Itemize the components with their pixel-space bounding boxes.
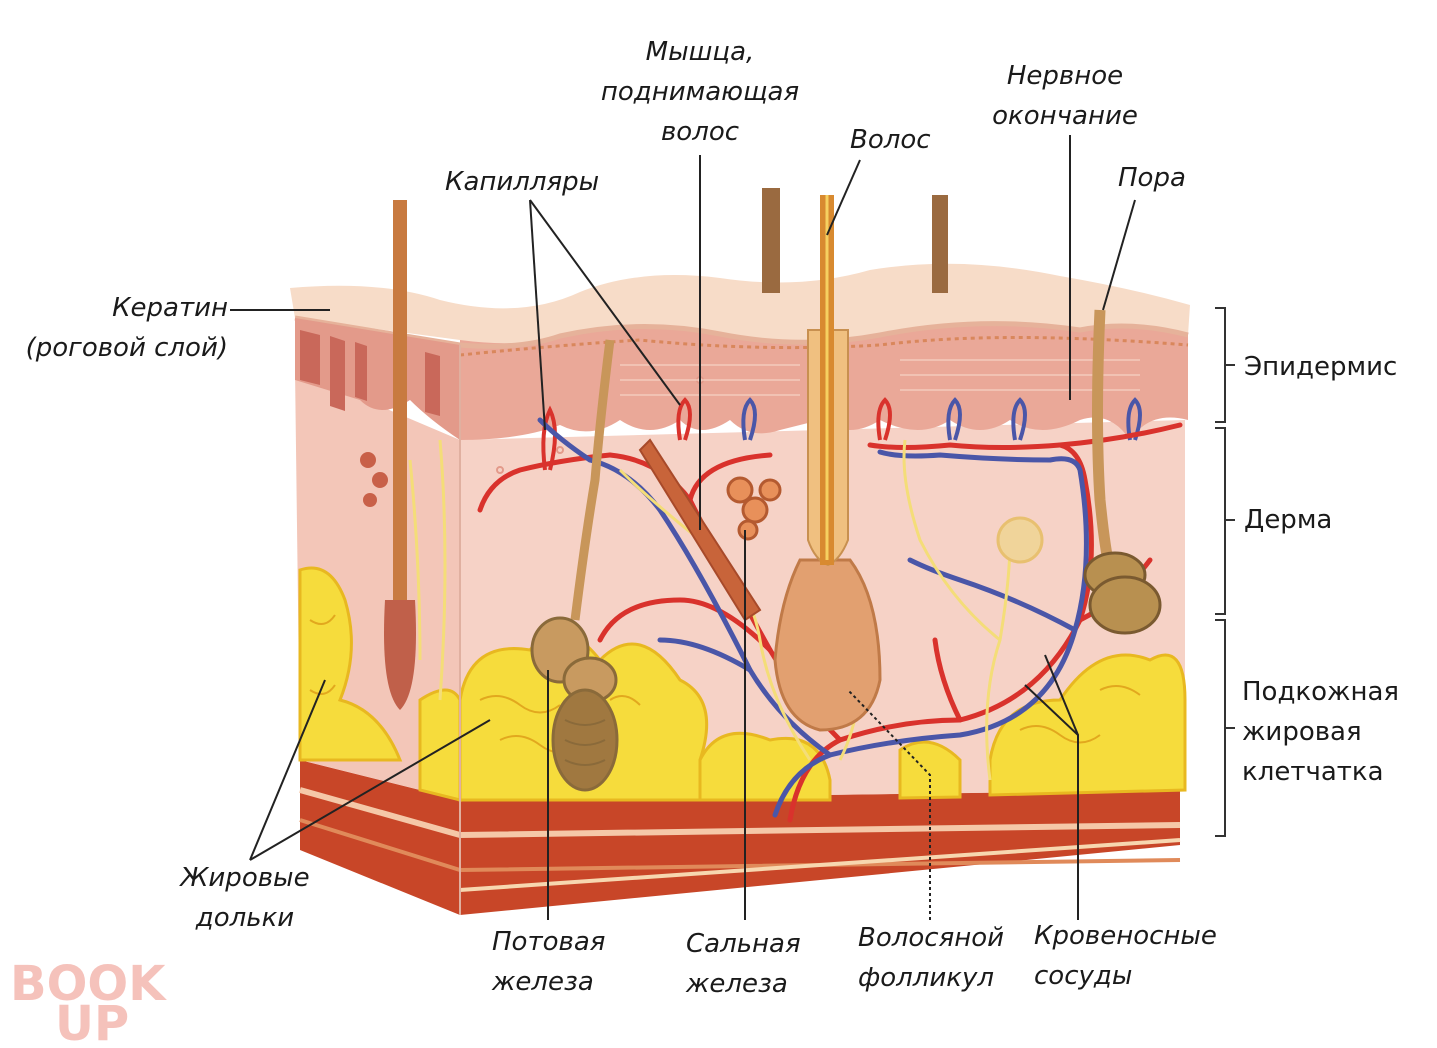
label-capillaries: Капилляры — [445, 167, 600, 197]
base-muscle-layer — [300, 760, 1180, 915]
sweat-duct — [570, 339, 615, 621]
hair-follicle — [773, 558, 882, 732]
sweat-gland — [530, 616, 619, 792]
label-keratin: Кератин(роговой слой) — [25, 293, 228, 363]
hair-shaft-3 — [932, 195, 948, 293]
layer-brackets — [1215, 307, 1235, 837]
label-pore: Пора — [1118, 163, 1186, 193]
watermark-line-1: BOOK — [10, 956, 167, 1012]
hair-shaft-2 — [762, 188, 780, 293]
capillary-loops — [541, 397, 1142, 471]
sebaceous-gland — [726, 476, 782, 541]
sweat-gland-right — [1083, 551, 1162, 635]
nerve-ending — [996, 516, 1044, 564]
label-dermis: Дерма — [1244, 505, 1333, 535]
fat-lobules — [298, 566, 1187, 802]
label-epidermis: Эпидермис — [1244, 352, 1398, 382]
leader-lines — [230, 135, 1136, 920]
hair-shaft-left — [393, 200, 407, 660]
watermark-logo: BOOK UP — [10, 956, 167, 1048]
label-hair: Волос — [850, 125, 931, 155]
watermark-line-2: UP — [55, 996, 129, 1048]
pore-duct — [1092, 309, 1116, 572]
